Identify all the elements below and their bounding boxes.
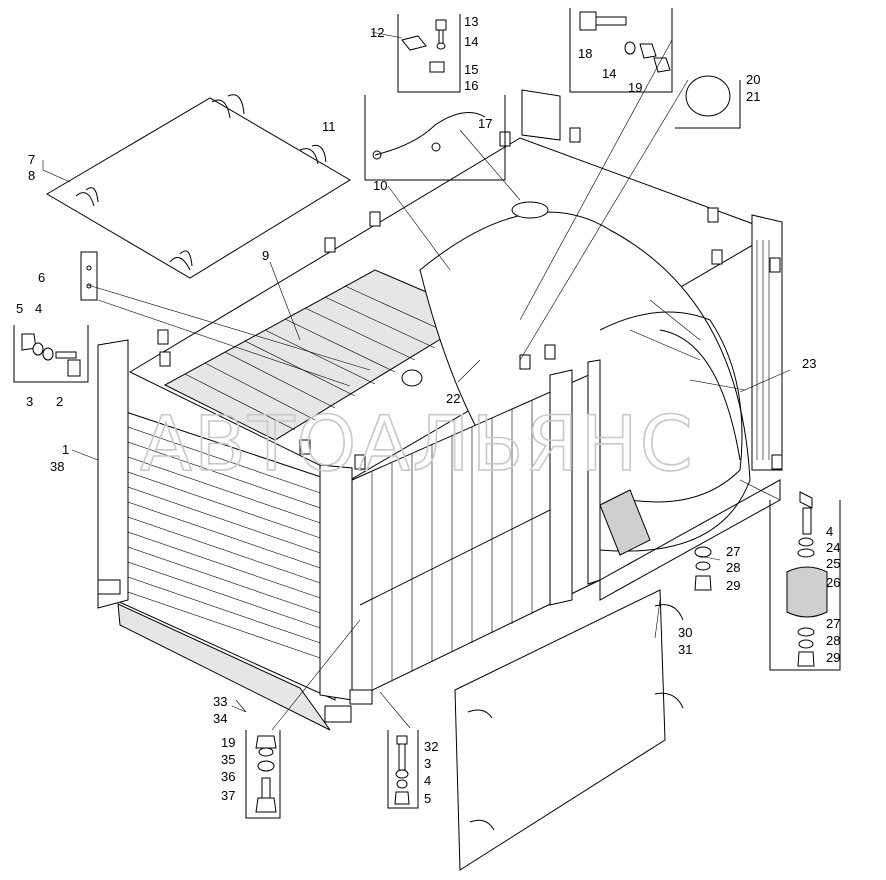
callout-17: 17 bbox=[478, 116, 492, 131]
callout-10: 10 bbox=[373, 178, 387, 193]
callout-labels: 1 38 2 3 4 5 6 7 8 9 10 11 12 13 14 15 1… bbox=[16, 14, 840, 806]
callout-21: 21 bbox=[746, 89, 760, 104]
callout-14b: 14 bbox=[602, 66, 616, 81]
callout-6: 6 bbox=[38, 270, 45, 285]
lid-panel bbox=[46, 94, 351, 279]
callout-22: 22 bbox=[446, 391, 460, 406]
callout-12: 12 bbox=[370, 25, 384, 40]
callout-24: 24 bbox=[826, 540, 840, 555]
callout-16: 16 bbox=[464, 78, 478, 93]
radiator-body bbox=[97, 89, 783, 731]
callout-35: 35 bbox=[221, 752, 235, 767]
mount-assembly bbox=[769, 491, 841, 671]
hardware-set-4 bbox=[245, 730, 281, 819]
hardware-set-1 bbox=[13, 325, 89, 383]
callout-25: 25 bbox=[826, 556, 840, 571]
callout-28: 28 bbox=[726, 560, 740, 575]
side-door-panel bbox=[454, 589, 684, 871]
hardware-set-2 bbox=[397, 14, 461, 93]
callout-27: 27 bbox=[726, 544, 740, 559]
callout-9: 9 bbox=[262, 248, 269, 263]
callout-3b: 3 bbox=[424, 756, 431, 771]
callout-23: 23 bbox=[802, 356, 816, 371]
callout-13: 13 bbox=[464, 14, 478, 29]
bracket-detail bbox=[80, 251, 98, 301]
hardware-set-3 bbox=[569, 8, 741, 129]
callout-36: 36 bbox=[221, 769, 235, 784]
callout-5: 5 bbox=[16, 301, 23, 316]
callout-29: 29 bbox=[726, 578, 740, 593]
callout-11: 11 bbox=[322, 119, 336, 134]
callout-29b: 29 bbox=[826, 650, 840, 665]
callout-19b: 19 bbox=[221, 735, 235, 750]
callout-15: 15 bbox=[464, 62, 478, 77]
callout-4: 4 bbox=[35, 301, 42, 316]
callout-38: 38 bbox=[50, 459, 64, 474]
callout-30: 30 bbox=[678, 625, 692, 640]
callout-31: 31 bbox=[678, 642, 692, 657]
callout-3: 3 bbox=[26, 394, 33, 409]
leader-lines bbox=[42, 31, 791, 731]
callout-32: 32 bbox=[424, 739, 438, 754]
callout-14: 14 bbox=[464, 34, 478, 49]
callout-28b: 28 bbox=[826, 633, 840, 648]
callout-18: 18 bbox=[578, 46, 592, 61]
hardware-set-5 bbox=[387, 730, 419, 809]
callout-34: 34 bbox=[213, 711, 227, 726]
wire-detail bbox=[364, 95, 506, 181]
callout-33: 33 bbox=[213, 694, 227, 709]
callout-4b: 4 bbox=[826, 524, 833, 539]
callout-37: 37 bbox=[221, 788, 235, 803]
callout-20: 20 bbox=[746, 72, 760, 87]
callout-27b: 27 bbox=[826, 616, 840, 631]
callout-7: 7 bbox=[28, 152, 35, 167]
callout-5b: 5 bbox=[424, 791, 431, 806]
callout-4c: 4 bbox=[424, 773, 431, 788]
callout-2: 2 bbox=[56, 394, 63, 409]
callout-1: 1 bbox=[62, 442, 69, 457]
washer-stack bbox=[694, 546, 712, 591]
callout-8: 8 bbox=[28, 168, 35, 183]
callout-26: 26 bbox=[826, 575, 840, 590]
watermark-text: АВТОАЛЬЯНС bbox=[140, 399, 695, 488]
callout-19: 19 bbox=[628, 80, 642, 95]
